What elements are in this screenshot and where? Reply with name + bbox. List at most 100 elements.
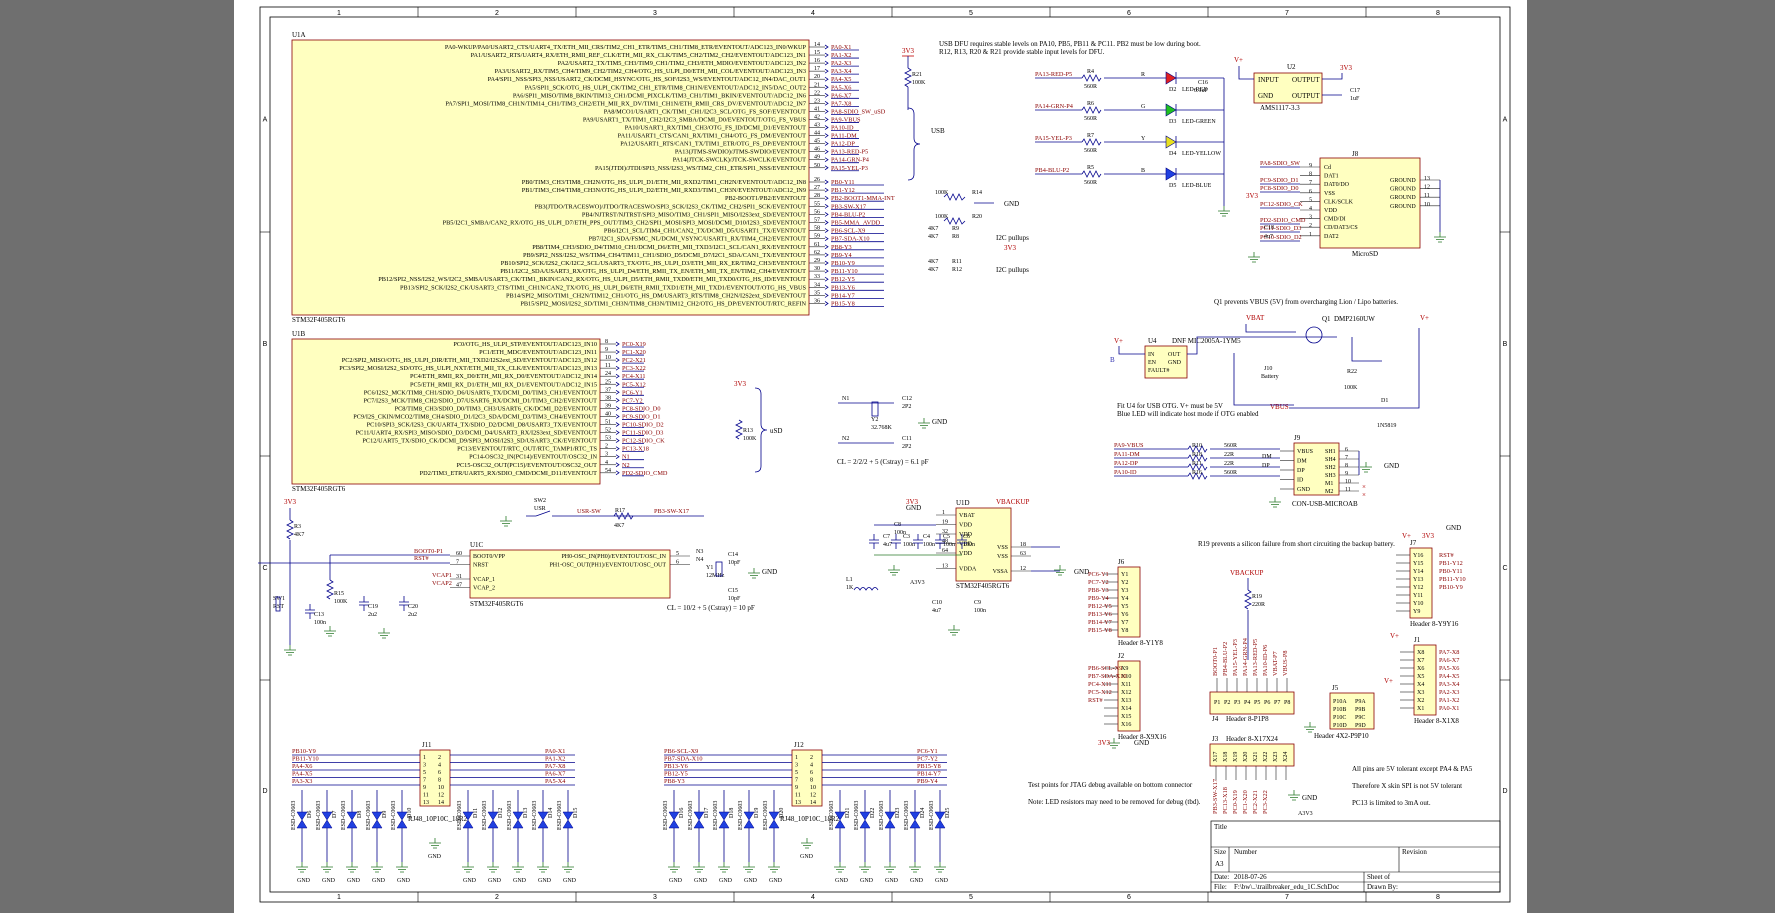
net-PB13-Y6: PB13-Y6 [831,284,855,291]
r19-symbol [1244,589,1252,610]
esd-gnd-icon [396,862,408,873]
j12-rnet-4: PB9-Y4 [917,778,938,785]
j8-pin-DAT2: DAT2 [1324,234,1339,240]
c14-value: 10pF [728,560,741,566]
note-led: Note: LED resistors may need to be remov… [1028,798,1201,806]
esd-diode-icon-D19 [743,811,755,829]
esd-gnd-label: GND [885,878,899,884]
j9-net-PA12-DP: PA12-DP [1114,460,1138,467]
u1b-pins-pin-2: PC13/EVENTOUT/RTC_OUT/RTC_TAMP1/RTC_TS [457,446,597,453]
esd-part-D23: ESD-C0603 [879,801,885,830]
c16-ref: C16 [1198,80,1208,86]
size-value: A3 [1215,860,1224,868]
j9-pin-DP: DP [1297,468,1305,474]
u1a-pin-28: PB2-BOOT1/PB2/EVENTOUT [725,195,806,202]
j3-pin-X20: X20 [1243,752,1249,762]
j1-pin-X4: X4 [1417,682,1424,688]
esd-gnd-label: GND [860,878,874,884]
led-net-D3: PA14-GRN-P4 [1035,103,1074,110]
sheet-label: Sheet of [1367,873,1391,881]
usr-sw-net: USR-SW [577,508,601,515]
j3-body [1209,743,1295,767]
j4-pin-P6: P6 [1264,700,1270,706]
esd-gnd-label: GND [563,878,577,884]
net-PB14-Y7: PB14-Y7 [831,292,855,299]
l1-value: 1K [846,585,854,591]
j3-gnd-icon [1288,790,1300,801]
j2-pin-X15: X15 [1121,714,1131,720]
net-PB7-SDA-X10: PB7-SDA-X10 [831,236,870,243]
led-resistor-R7 [1081,138,1102,146]
usb-group-label: USB [931,127,945,135]
j12-body [791,749,823,807]
j1-net-3: PA4-X5 [1439,673,1459,680]
j5-gnd-icon [1304,722,1316,733]
c17-value: 1uF [1350,96,1360,102]
zone-bottom-6: 6 [1127,894,1131,901]
j1-pin-X1: X1 [1417,706,1424,712]
r8-ref: R8 [952,234,959,240]
r21-value: 100K [912,80,926,86]
r13-3v3: 3V3 [734,380,747,388]
u1a-pin-58: PB6/I2C1_SCL/TIM4_CH1/CAN2_TX/DCMI_D5/US… [604,228,806,235]
j1-pin-X5: X5 [1417,674,1424,680]
net-PC3-X22: PC3-X22 [622,365,646,372]
j8-net-PC10-SDIO_D2: PC10-SDIO_D2 [1260,234,1302,241]
j8-pin-Cd: Cd [1324,165,1331,171]
r20-value: 100K [935,214,949,220]
port-arrow [615,446,620,451]
sw1-ref: SW1 [273,596,285,602]
esd-part-D8: ESD-C0603 [341,801,347,830]
j7-net-4: PB10-Y9 [1439,584,1463,591]
c4-value: 100n [923,542,935,548]
esd-gnd-label: GND [488,878,502,884]
esd-gnd-icon [909,862,921,873]
sw1-icon [275,596,281,612]
esd-gnd-icon [296,862,308,873]
j11-pinnum: 5 [423,770,426,776]
zone-top-8: 8 [1436,10,1440,17]
vss-gnd-label: GND [1074,568,1089,576]
esd-part-D21: ESD-C0603 [829,801,835,830]
port-arrow [824,260,829,266]
zone-top-1: 1 [337,10,341,17]
j6-ref: J6 [1118,558,1125,566]
j2-gnd-label: GND [1134,739,1149,747]
esd-ref-D21: D21 [845,808,851,818]
j9-res-val-R11: 22R [1224,461,1234,467]
u1a-pins-pinnum-50: 50 [814,163,820,169]
j8-pin-CLK/SCLK: CLK/SCLK [1324,199,1354,205]
u4-pin-in: IN [1148,352,1155,358]
esd-part-D19: ESD-C0603 [738,801,744,830]
j7-net-3: PB11-Y10 [1439,576,1466,583]
u1a-pinnum-36: 36 [814,299,820,305]
u1b-pins-pinnum-40: 40 [605,411,611,417]
boot-net: BOOT0-P1 [414,548,443,555]
j7-net-2: PB0-Y11 [1439,568,1463,575]
j1-net-4: PA3-X4 [1439,681,1460,688]
j9-pin-GND: GND [1297,487,1311,493]
port-arrow [824,165,829,171]
j3-pin-X17: X17 [1213,752,1219,762]
j2-net-3: PC5-X12 [1088,689,1112,696]
u1a-pins-pin-17: PA3/USART2_RX/TIM5_CH4/TIM9_CH2/TIM2_CH4… [495,68,806,75]
u1d-gnd-label: GND [906,504,921,512]
c6-value: 100n [963,542,975,548]
zone-right-D: D [1502,788,1507,795]
u1d-pin-VDD: VDD [959,542,973,548]
j11-pinnum: 10 [438,785,444,791]
esd-part-D7: ESD-C0603 [316,801,322,830]
net-PC11-SDIO_D3: PC11-SDIO_D3 [622,430,663,437]
j7-pin-Y15: Y15 [1413,561,1423,567]
u1a-pin-57: PB5/I2C1_SMBA/CAN2_RX/OTG_HS_ULPI_D7/ETH… [443,220,807,227]
u1a-pins-pin-50: PA15(JTDI)/JTDI/SPI3_NSS/I2S3_WS/TIM2_CH… [595,165,806,172]
j9-ref: J9 [1294,434,1301,442]
zone-right-C: C [1502,565,1507,572]
u1b-pins: PC0/OTG_HS_ULPI_STP/EVENTOUT/ADC123_IN10… [339,339,668,477]
led-resistor-R4 [1081,74,1102,82]
r21-3v3-label: 3V3 [902,47,915,55]
j8-pinnum: 2 [1309,223,1312,229]
j7-pin-Y16: Y16 [1413,553,1423,559]
u1a-pin-61: PB8/TIM4_CH3/SDIO_D4/TIM10_CH1/DCMI_D6/E… [532,244,806,251]
port-arrow [824,179,829,185]
